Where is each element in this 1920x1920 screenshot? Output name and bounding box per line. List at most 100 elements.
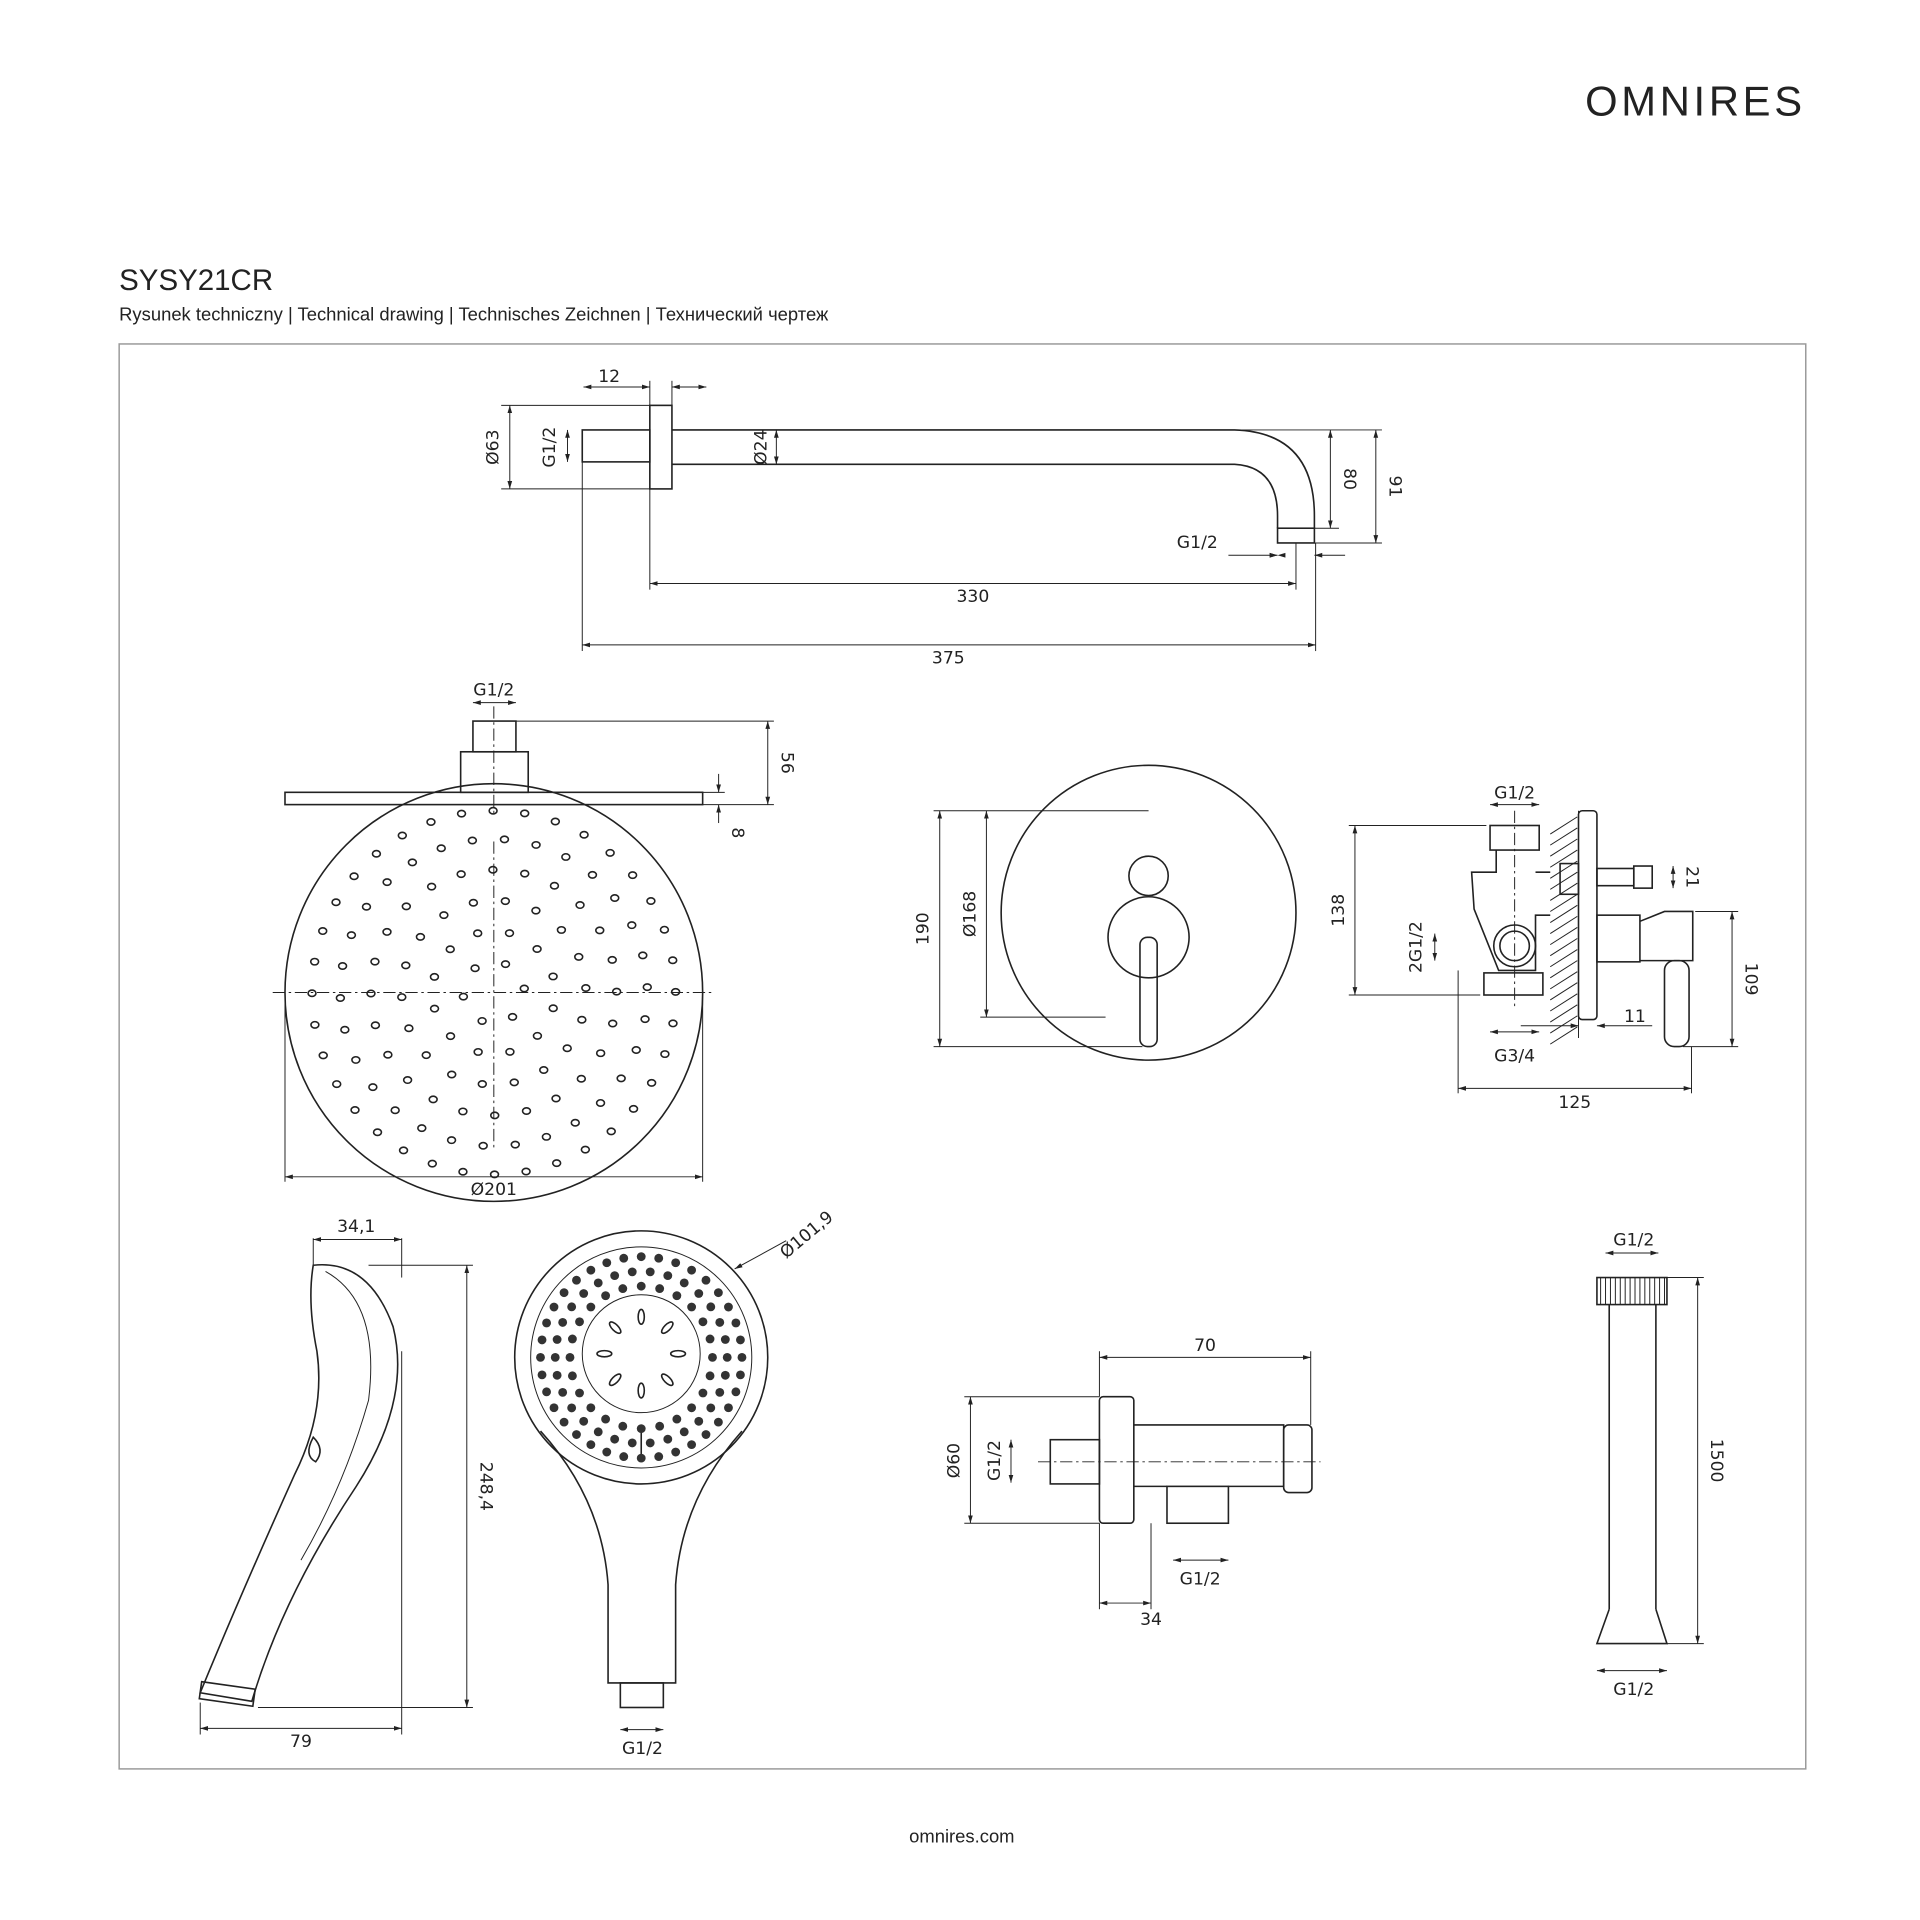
- nozzle: [668, 956, 678, 965]
- nozzle: [318, 927, 328, 936]
- nozzle: [472, 929, 483, 938]
- nozzle: [521, 1106, 532, 1115]
- nozzle: [519, 984, 529, 993]
- spray-hole: [610, 1271, 620, 1281]
- nozzle: [428, 1095, 438, 1104]
- nozzle: [415, 932, 426, 941]
- nozzle: [445, 1032, 456, 1041]
- nozzle: [340, 1025, 350, 1034]
- nozzle: [607, 1019, 618, 1028]
- dim-g-in: G1/2: [540, 427, 560, 468]
- dim-190: 190: [914, 912, 934, 945]
- spray-hole: [705, 1371, 715, 1381]
- spray-hole: [655, 1421, 665, 1431]
- nozzle: [610, 893, 620, 902]
- nozzle: [549, 881, 560, 890]
- spray-hole: [679, 1427, 689, 1437]
- nozzle: [429, 1004, 440, 1013]
- wall-hatch: [1549, 904, 1578, 923]
- nozzle: [390, 1106, 400, 1115]
- wall-outlet-drawing: 70 Ø60 G1/2 G1/2 34: [944, 1336, 1321, 1630]
- nozzle: [510, 1140, 520, 1149]
- spray-hole: [715, 1317, 725, 1327]
- nozzle: [429, 972, 440, 981]
- dim-d63: Ø63: [484, 429, 504, 464]
- dim-330: 330: [956, 587, 989, 607]
- dim-11: 11: [1624, 1007, 1646, 1027]
- nozzle: [436, 844, 446, 853]
- spray-hole: [720, 1370, 730, 1380]
- dim-g-in-outlet: G1/2: [985, 1440, 1005, 1481]
- spray-hole: [694, 1416, 704, 1426]
- nozzle: [556, 925, 567, 934]
- wall-hatch: [1549, 816, 1578, 835]
- spray-hole: [698, 1388, 708, 1398]
- nozzle: [577, 1015, 587, 1024]
- nozzle: [489, 1111, 500, 1120]
- nozzle: [488, 806, 498, 815]
- nozzle: [576, 1074, 587, 1083]
- spray-hole: [567, 1403, 577, 1413]
- wall-hatch: [1549, 1004, 1578, 1023]
- hand-shower-drawing: 34,1 248,4 79 Ø101,9 G1/2: [198, 1207, 837, 1759]
- spray-hole: [627, 1267, 637, 1277]
- nozzle: [642, 983, 653, 992]
- nozzle: [337, 961, 348, 970]
- nozzle: [504, 929, 515, 938]
- nozzle: [366, 989, 376, 998]
- nozzle: [627, 871, 638, 880]
- dim-109: 109: [1741, 963, 1761, 996]
- nozzle: [541, 1132, 552, 1141]
- nozzle: [445, 945, 455, 954]
- spray-hole: [687, 1403, 697, 1413]
- nozzle: [570, 1118, 580, 1127]
- spray-hole: [552, 1370, 562, 1380]
- nozzle: [587, 870, 598, 879]
- wall-hatch: [1549, 849, 1578, 868]
- website-link[interactable]: omnires.com: [909, 1826, 1014, 1847]
- dim-1500: 1500: [1706, 1439, 1726, 1483]
- spray-hole: [618, 1421, 628, 1431]
- shower-arm-drawing: 12 Ø63 G1/2 Ø24 80 91 G1/2 330 375: [484, 367, 1405, 668]
- nozzle: [368, 1083, 378, 1092]
- spray-hole: [618, 1284, 628, 1293]
- spray-hole: [610, 1434, 620, 1444]
- nozzle: [398, 1146, 409, 1155]
- nozzle: [371, 849, 382, 858]
- wall-hatch: [1549, 960, 1578, 979]
- wall-hatch: [1549, 927, 1578, 946]
- wall-hatch: [1549, 827, 1578, 846]
- nozzle: [539, 1065, 549, 1074]
- spray-hole: [701, 1275, 711, 1285]
- spray-hole: [722, 1352, 732, 1362]
- spray-hole: [586, 1440, 596, 1450]
- nozzle: [668, 1019, 678, 1028]
- nozzle: [473, 1047, 483, 1056]
- nozzle: [318, 1051, 328, 1060]
- spray-hole: [636, 1281, 646, 1291]
- nozzle: [531, 906, 541, 915]
- nozzle: [351, 1055, 361, 1064]
- hose-drawing: G1/2 1500 G1/2: [1595, 1231, 1726, 1700]
- nozzle: [532, 1031, 543, 1040]
- nozzle: [670, 987, 681, 996]
- spray-slot: [608, 1321, 622, 1335]
- nozzle: [580, 1145, 591, 1154]
- spray-hole: [572, 1275, 581, 1285]
- wall-hatch: [1549, 893, 1578, 912]
- nozzle: [382, 878, 392, 887]
- dim-21: 21: [1682, 866, 1702, 888]
- spray-hole: [593, 1278, 603, 1288]
- spray-hole: [672, 1414, 682, 1424]
- spray-hole: [687, 1265, 697, 1275]
- dim-12: 12: [598, 367, 620, 387]
- spray-hole: [572, 1430, 581, 1439]
- nozzle: [605, 848, 615, 857]
- dim-g-top: G1/2: [1494, 783, 1535, 803]
- nozzle: [595, 1098, 606, 1107]
- nozzle: [470, 964, 480, 973]
- dim-d168: Ø168: [960, 891, 980, 937]
- spray-hole: [559, 1288, 569, 1298]
- spray-hole: [567, 1334, 577, 1344]
- spray-hole: [601, 1291, 611, 1301]
